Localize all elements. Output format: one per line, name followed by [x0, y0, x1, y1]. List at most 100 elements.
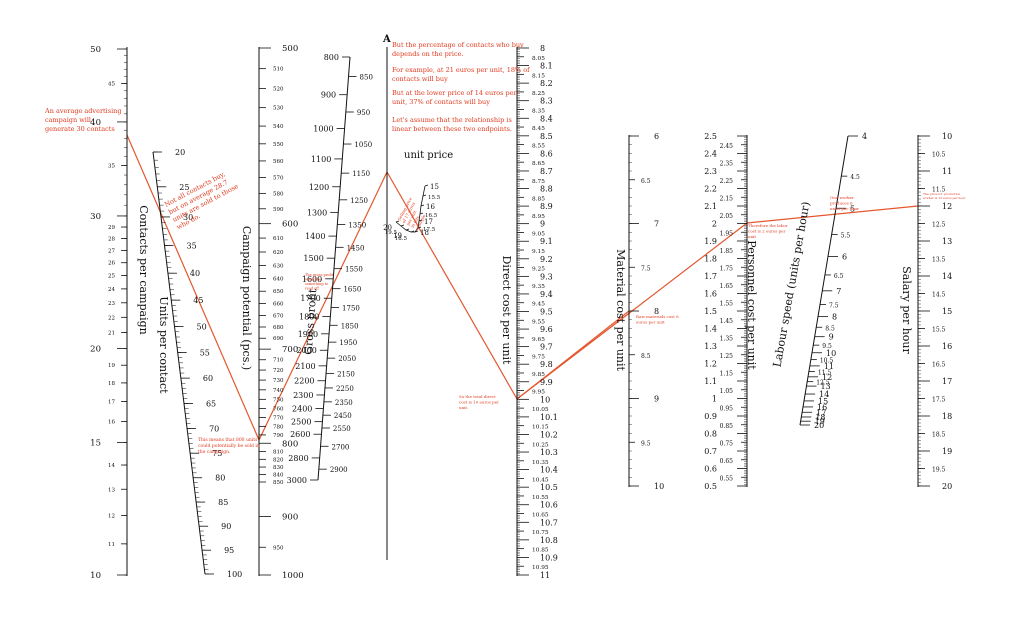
direct-label: 10.65 — [532, 513, 549, 519]
labour-label: 6.5 — [834, 273, 844, 280]
material-label: 7.5 — [641, 265, 651, 272]
personnel-label: 1.25 — [720, 353, 734, 360]
direct-label: 8.9 — [540, 202, 553, 211]
units-label: 40 — [190, 269, 200, 278]
direct-label: 10 — [540, 395, 550, 404]
contacts-minor-label: 24 — [108, 287, 115, 293]
labour-label: 19 — [815, 417, 825, 426]
salary-label: 18 — [942, 412, 952, 421]
labour-label: 10 — [826, 349, 836, 358]
direct-label: 10.3 — [540, 448, 558, 457]
price-curve-label: 16.5 — [425, 213, 438, 219]
labour-label: 8.5 — [825, 325, 835, 332]
contacts-major-label: 10 — [90, 571, 101, 581]
gross-label: 1050 — [354, 141, 372, 149]
direct-label: 10.45 — [532, 477, 549, 483]
personnel-label: 2.05 — [720, 213, 734, 220]
gross-label: 2900 — [330, 466, 348, 474]
gross-label: 1400 — [305, 232, 325, 241]
personnel-label: 2.5 — [704, 132, 717, 141]
units-label: 60 — [203, 374, 213, 383]
direct-label: 8.85 — [532, 196, 545, 202]
contacts-minor-label: 26 — [108, 261, 115, 267]
material-label: 6.5 — [641, 178, 651, 185]
salary-label: 10.5 — [932, 152, 946, 159]
contacts-minor-label: 45 — [108, 81, 115, 87]
direct-label: 8.8 — [540, 185, 553, 194]
gross-label: 900 — [321, 91, 336, 100]
campaign-minor-label: 720 — [273, 368, 284, 374]
price-curve-tick — [424, 184, 429, 187]
personnel-label: 0.65 — [720, 458, 734, 465]
campaign-minor-label: 590 — [273, 207, 284, 213]
campaign-minor-label: 680 — [273, 325, 284, 331]
gross-label: 1900 — [298, 330, 318, 339]
contacts-axis-title: Contacts per campaign — [137, 205, 150, 335]
price-curve-tick — [419, 212, 424, 215]
campaign-minor-label: 660 — [273, 302, 284, 308]
direct-label: 8 — [540, 44, 545, 53]
labour-label: 15 — [818, 397, 828, 406]
gross-label: 1550 — [345, 266, 363, 274]
contacts-minor-label: 21 — [108, 331, 115, 337]
direct-label: 10.5 — [540, 483, 558, 492]
salary-label: 18.5 — [932, 432, 946, 439]
labour-label: 11.5 — [818, 370, 832, 377]
solution-segment-material — [516, 310, 630, 400]
direct-label: 10.95 — [532, 565, 549, 571]
campaign-minor-label: 640 — [273, 277, 284, 283]
price-curve-label: 17 — [424, 218, 433, 226]
labour-label: 8 — [832, 313, 837, 322]
personnel-label: 1.2 — [704, 360, 717, 369]
salary-label: 12.5 — [932, 222, 946, 229]
contacts-minor-label: 11 — [108, 542, 115, 548]
direct-label: 9.35 — [532, 284, 545, 290]
units-label: 45 — [193, 296, 203, 305]
direct-label: 8.3 — [540, 97, 553, 106]
direct-label: 8.55 — [532, 144, 545, 150]
campaign-minor-label: 620 — [273, 250, 284, 256]
personnel-label: 1.35 — [720, 335, 734, 342]
salary-label: 16.5 — [932, 362, 946, 369]
direct-label: 10.2 — [540, 430, 558, 439]
direct-label: 8.5 — [540, 132, 553, 141]
campaign-major-label: 1000 — [282, 571, 304, 581]
price-curve-tick — [400, 224, 405, 227]
contacts-minor-label: 14 — [108, 463, 115, 469]
gross-label: 1100 — [311, 155, 331, 164]
direct-label: 9.7 — [540, 343, 553, 352]
gross-label: 850 — [360, 73, 373, 81]
labour-label: 5 — [850, 204, 855, 213]
salary-label: 13 — [942, 237, 952, 246]
labour-label: 11 — [824, 362, 834, 371]
material-label: 8.5 — [641, 353, 651, 360]
material-label: 6 — [654, 132, 659, 141]
units-label: 95 — [224, 546, 234, 555]
direct-label: 9.25 — [532, 267, 545, 273]
personnel-label: 1.45 — [720, 318, 734, 325]
price-curve-label: 15 — [430, 183, 439, 191]
units-label: 90 — [221, 522, 231, 531]
direct-label: 9.8 — [540, 360, 553, 369]
direct-label: 9.2 — [540, 255, 553, 264]
price-curve-tick — [417, 226, 422, 229]
personnel-label: 0.5 — [704, 482, 717, 491]
material-label: 7 — [654, 220, 659, 229]
direct-label: 10.15 — [532, 425, 549, 431]
gross-label: 1000 — [313, 124, 333, 133]
contacts-minor-label: 12 — [108, 513, 115, 519]
direct-label: 8.6 — [540, 149, 553, 158]
price-curve-tick — [420, 204, 425, 207]
campaign-major-label: 900 — [282, 512, 298, 522]
campaign-minor-label: 510 — [273, 67, 284, 73]
price-curve-tick — [422, 194, 427, 197]
units-label: 75 — [212, 449, 222, 458]
salary-label: 12 — [942, 202, 952, 211]
price-curve-tick — [410, 230, 415, 233]
salary-label: 16 — [942, 342, 952, 351]
units-label: 35 — [187, 242, 197, 251]
contacts-major-label: 50 — [90, 45, 101, 55]
